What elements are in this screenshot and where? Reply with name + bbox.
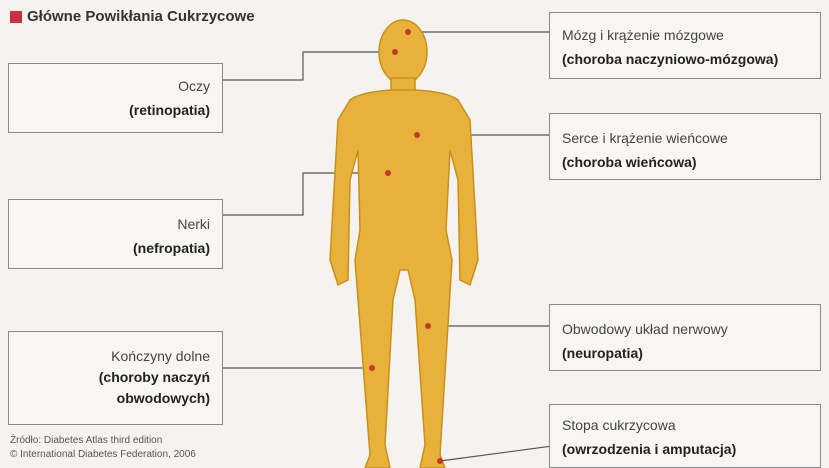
label-box-foot: Stopa cukrzycowa (owrzodzenia i amputacj… <box>549 404 821 468</box>
limbs-condition-line1: (choroby naczyń <box>9 367 210 388</box>
label-box-heart: Serce i krążenie wieńcowe (choroba wieńc… <box>549 113 821 180</box>
nerve-condition: (neuropatia) <box>562 341 820 365</box>
foot-condition: (owrzodzenia i amputacja) <box>562 437 820 461</box>
label-box-brain: Mózg i krążenie mózgowe (choroba naczyni… <box>549 12 821 79</box>
point-kidneys <box>385 170 391 176</box>
point-nerve <box>425 323 431 329</box>
point-limbs <box>369 365 375 371</box>
point-eyes <box>392 49 398 55</box>
source-line-1: Źródło: Diabetes Atlas third edition <box>10 434 196 448</box>
limbs-condition-line2: obwodowych) <box>9 388 210 409</box>
eyes-name: Oczy <box>9 74 210 98</box>
point-foot <box>437 458 443 464</box>
source-note: Źródło: Diabetes Atlas third edition © I… <box>10 434 196 462</box>
human-silhouette <box>330 20 478 468</box>
point-heart <box>414 132 420 138</box>
heart-condition: (choroba wieńcowa) <box>562 150 820 174</box>
connector-foot <box>440 404 560 461</box>
label-box-nerve: Obwodowy układ nerwowy (neuropatia) <box>549 304 821 371</box>
heart-name: Serce i krążenie wieńcowe <box>562 126 820 150</box>
point-brain <box>405 29 411 35</box>
kidneys-name: Nerki <box>9 212 210 236</box>
label-box-eyes: Oczy (retinopatia) <box>8 63 223 133</box>
limbs-name: Kończyny dolne <box>9 346 210 367</box>
brain-condition: (choroba naczyniowo-mózgowa) <box>562 47 820 71</box>
eyes-condition: (retinopatia) <box>9 98 210 122</box>
brain-name: Mózg i krążenie mózgowe <box>562 23 820 47</box>
foot-name: Stopa cukrzycowa <box>562 413 820 437</box>
source-line-2: © International Diabetes Federation, 200… <box>10 448 196 462</box>
label-box-kidneys: Nerki (nefropatia) <box>8 199 223 269</box>
label-box-limbs: Kończyny dolne (choroby naczyń obwodowyc… <box>8 331 223 425</box>
connector-eyes <box>223 52 395 80</box>
nerve-name: Obwodowy układ nerwowy <box>562 317 820 341</box>
kidneys-condition: (nefropatia) <box>9 236 210 260</box>
